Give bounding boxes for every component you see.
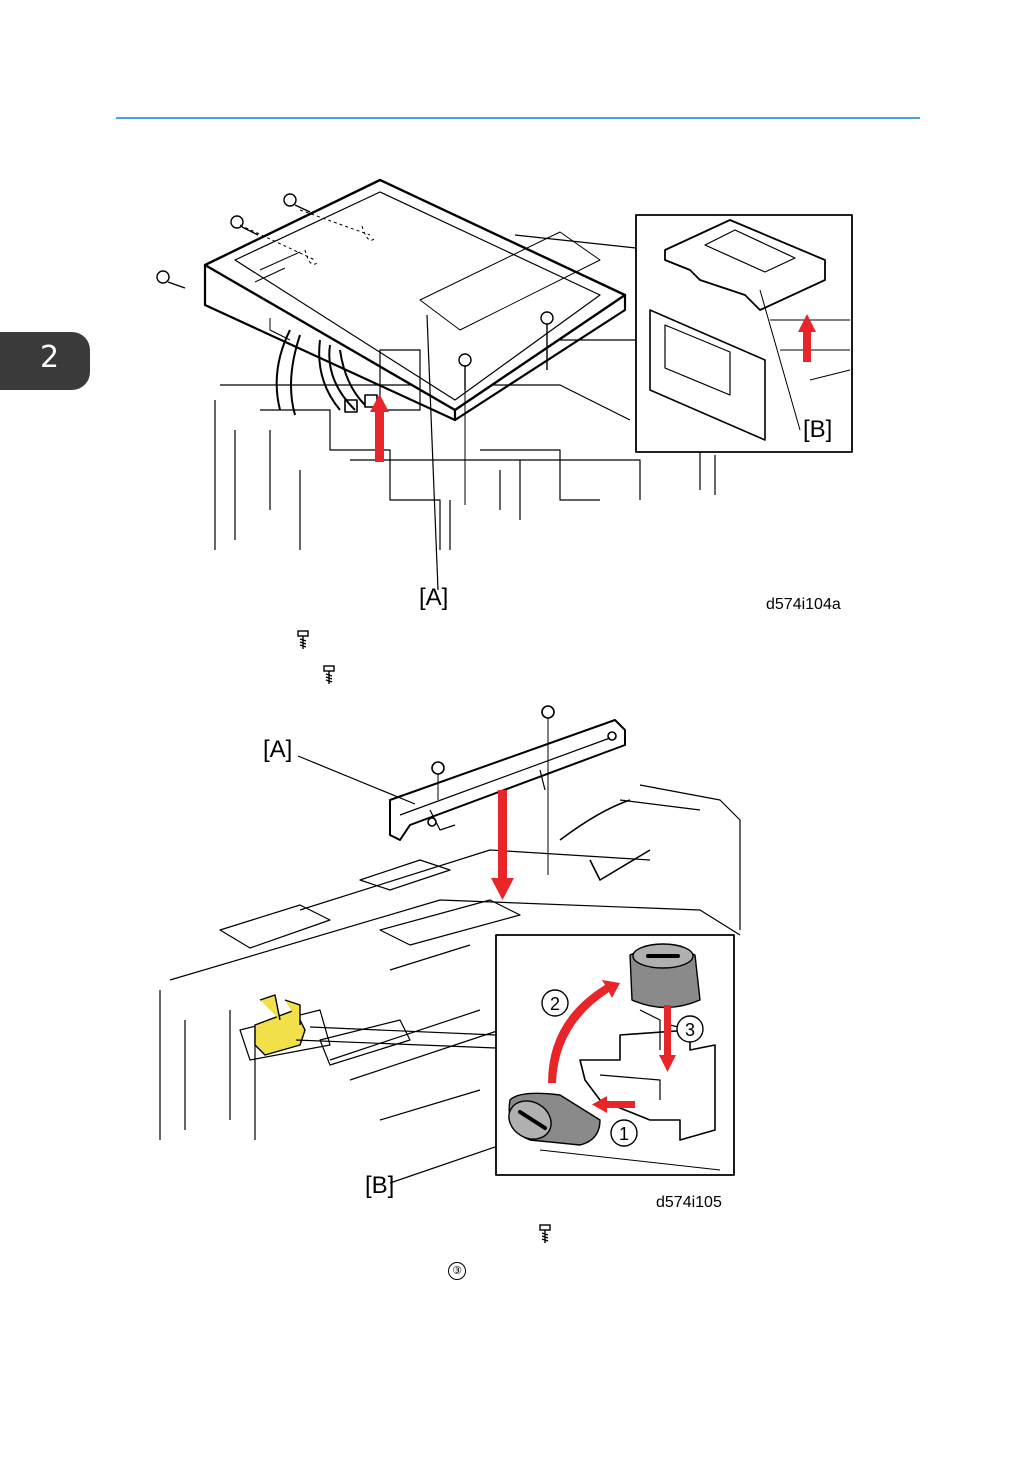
label-a: [A] [419, 584, 448, 612]
label-a: [A] [263, 736, 292, 764]
header-rule [116, 117, 920, 119]
figure-2: 2 3 1 [A] [B] d574i105 [0, 700, 1036, 1220]
step-1-number: 1 [619, 1124, 629, 1144]
label-b: [B] [365, 1172, 394, 1200]
circled-three-icon: ③ [448, 1262, 466, 1280]
step-2-number: 2 [550, 994, 560, 1014]
screw-icon [538, 1224, 552, 1244]
screw-icon [322, 665, 336, 685]
figure-code: d574i105 [656, 1194, 722, 1212]
figure-1: [A] [B] d574i104a [0, 170, 1036, 620]
figure-code: d574i104a [766, 596, 841, 614]
label-b: [B] [803, 416, 832, 444]
step-3-number: 3 [685, 1020, 695, 1040]
screw-icon [296, 630, 310, 650]
figure-2-drawing: 2 3 1 [0, 700, 1036, 1220]
figure-1-drawing [0, 170, 1036, 620]
